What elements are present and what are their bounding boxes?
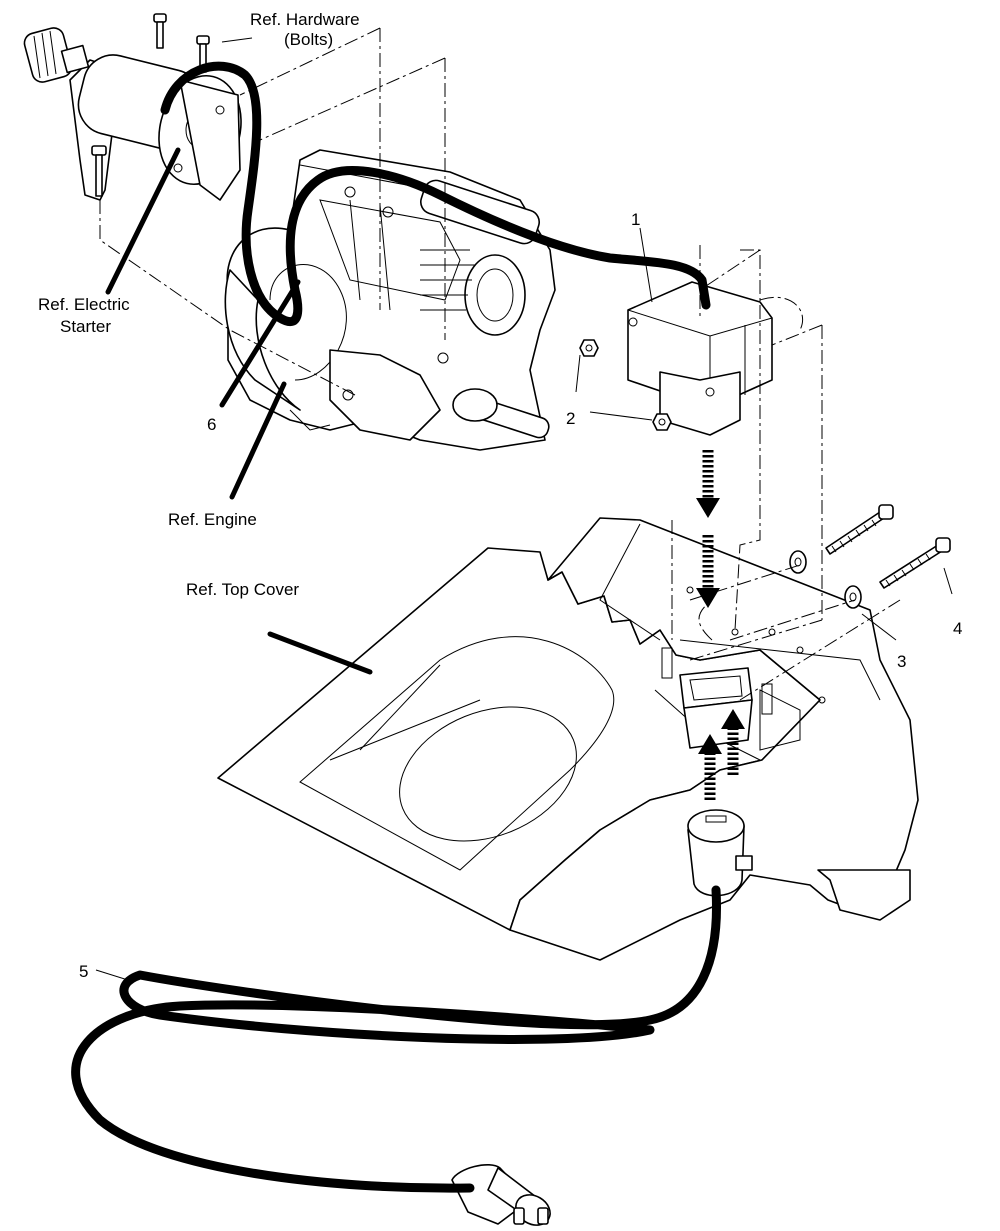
label-bolts: (Bolts) xyxy=(284,30,333,49)
receptacle xyxy=(679,667,753,749)
callout-4: 4 xyxy=(953,619,962,638)
label-ref-electric: Ref. Electric xyxy=(38,295,130,314)
screws-and-washers xyxy=(789,504,951,609)
alignment-lines xyxy=(99,27,901,701)
assembly-arrows xyxy=(696,450,745,800)
callout-1: 1 xyxy=(631,210,640,229)
callout-5: 5 xyxy=(79,962,88,981)
callout-3: 3 xyxy=(897,652,906,671)
label-starter: Starter xyxy=(60,317,111,336)
leader-lines xyxy=(95,37,953,981)
callout-2: 2 xyxy=(566,409,575,428)
cord-female-plug xyxy=(687,809,753,897)
label-ref-top-cover: Ref. Top Cover xyxy=(186,580,299,599)
electric-starter xyxy=(23,27,242,201)
label-ref-engine: Ref. Engine xyxy=(168,510,257,529)
ref-hardware-bolts xyxy=(91,13,210,197)
starter-box xyxy=(627,281,773,436)
cord-male-plug xyxy=(451,1164,551,1226)
top-cover xyxy=(217,517,919,961)
callout-6: 6 xyxy=(207,415,216,434)
wiring-harness xyxy=(71,61,721,1193)
nuts xyxy=(579,339,672,431)
label-ref-hardware: Ref. Hardware xyxy=(250,10,360,29)
